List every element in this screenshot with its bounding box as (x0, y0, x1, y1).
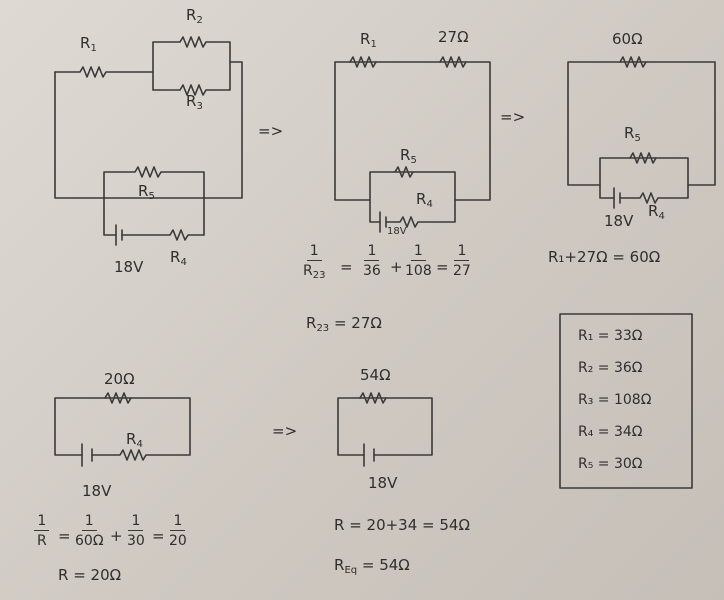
eq-r-equals-2: = (152, 527, 165, 545)
label-r4: R4 (170, 248, 187, 268)
circuit-1 (54, 36, 243, 246)
circuit-4-wire (54, 397, 191, 461)
arrow-3: => (272, 422, 298, 440)
frac-1-over-108: 1 108 (405, 243, 432, 279)
resistor-r1-d2 (349, 56, 377, 68)
eq-r-equals-1: = (58, 527, 71, 545)
values-box-border (559, 313, 693, 489)
resistor-r5-d3 (629, 152, 657, 164)
frac-1-over-20: 1 20 (169, 513, 187, 549)
frac-1-over-36: 1 36 (363, 243, 381, 279)
frac-1-over-27: 1 27 (453, 243, 471, 279)
label-r4-d2: R4 (416, 190, 433, 210)
label-voltage-4: 18V (82, 482, 112, 500)
label-r2: R2 (186, 6, 203, 26)
value-line-r3: R₃ = 108Ω (578, 392, 652, 408)
frac-1-over-r23: 1 R23 (303, 243, 326, 281)
label-r5: R5 (138, 182, 155, 202)
value-line-r4: R₄ = 34Ω (578, 424, 643, 440)
battery-4 (81, 443, 93, 467)
label-60-d3: 60Ω (612, 30, 643, 48)
circuit-5 (337, 392, 433, 467)
resistor-r1 (54, 66, 154, 78)
r1-equation: R₁+27Ω = 60Ω (548, 248, 661, 266)
label-27-d2: 27Ω (438, 28, 469, 46)
value-line-r1: R₁ = 33Ω (578, 328, 643, 344)
label-voltage-2: 18V (387, 226, 407, 237)
eq-r-plus: + (110, 527, 123, 545)
circuit-1-outer-wire (54, 61, 243, 199)
circuit-4 (54, 392, 191, 467)
circuit-2-inner-loop (369, 171, 456, 228)
frac-1-over-30: 1 30 (127, 513, 145, 549)
label-r4-d4: R4 (126, 430, 143, 450)
battery-2 (379, 211, 387, 233)
r23-result: R23 = 27Ω (306, 314, 382, 334)
resistors-r2-r3-parallel (152, 36, 231, 96)
r-result: R = 20Ω (58, 566, 122, 584)
circuit-5-wire (337, 397, 433, 456)
arrow-1: => (258, 122, 284, 140)
label-r1-d2: R1 (360, 30, 377, 50)
frac-1-over-60: 1 60Ω (75, 513, 104, 549)
req-result: REq = 54Ω (334, 556, 410, 576)
sum-equation: R = 20+34 = 54Ω (334, 516, 470, 534)
label-r3: R3 (186, 92, 203, 112)
frac-1-over-r: 1 R (34, 512, 50, 551)
label-54-d5: 54Ω (360, 366, 391, 384)
value-line-r5: R₅ = 30Ω (578, 456, 643, 472)
eq-r23-equals-1: = (340, 258, 353, 276)
circuit-3-inner-loop (599, 157, 689, 204)
circuit-1-bottom-loop (103, 166, 205, 241)
battery-3 (613, 187, 621, 209)
circuit-3 (567, 56, 716, 209)
circuit-2 (334, 56, 491, 233)
resistor-20-d4 (104, 392, 132, 404)
eq-r23-equals-2: = (436, 258, 449, 276)
value-line-r2: R₂ = 36Ω (578, 360, 643, 376)
label-r5-d2: R5 (400, 146, 417, 166)
circuit-3-outer-wire (567, 61, 716, 186)
label-r4-d3: R4 (648, 202, 665, 222)
label-voltage-3: 18V (604, 212, 634, 230)
resistor-54-d5 (359, 392, 387, 404)
eq-r23-plus: + (390, 258, 403, 276)
label-r5-d3: R5 (624, 124, 641, 144)
resistor-27-d2 (439, 56, 467, 68)
circuit-2-outer-wire (334, 61, 491, 201)
arrow-2: => (500, 108, 526, 126)
label-20-d4: 20Ω (104, 370, 135, 388)
label-voltage-1: 18V (114, 258, 144, 276)
resistor-r5-d2 (394, 166, 414, 178)
resistor-60-d3 (619, 56, 647, 68)
label-r1: R1 (80, 34, 97, 54)
battery-1 (115, 224, 123, 246)
label-voltage-5: 18V (368, 474, 398, 492)
battery-5 (363, 443, 375, 467)
